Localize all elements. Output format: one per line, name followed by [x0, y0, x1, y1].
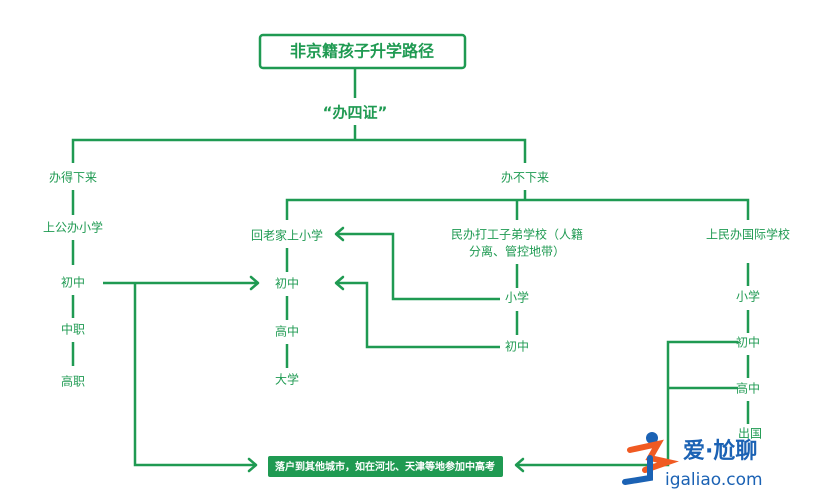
arrow-line — [133, 283, 256, 467]
arrowhead — [247, 457, 258, 473]
root-node: “办四证” — [323, 104, 388, 122]
arrow-line — [516, 340, 738, 467]
branch-yes: 办得下来 — [49, 170, 97, 185]
arrowhead — [334, 226, 345, 242]
node: 上公办小学 — [43, 220, 103, 235]
node: 初中 — [61, 275, 85, 290]
node: 高中 — [736, 381, 760, 396]
arrowhead — [249, 275, 260, 291]
node: 民办打工子弟学校（人籍 — [451, 227, 583, 242]
node: 高职 — [61, 374, 85, 389]
node: 回老家上小学 — [251, 228, 323, 243]
node: 上民办国际学校 — [706, 227, 790, 242]
node: 中职 — [61, 322, 85, 337]
node: 出国 — [738, 427, 762, 441]
arrowhead — [514, 457, 525, 473]
node: 初中 — [736, 335, 760, 350]
connector — [71, 138, 527, 163]
arrowhead — [334, 275, 345, 291]
svg-text:igaliao.com: igaliao.com — [665, 470, 763, 490]
node: 初中 — [505, 339, 529, 354]
node: 小学 — [505, 290, 529, 305]
node: 大学 — [275, 372, 299, 387]
outcome-text: 落户到其他城市，如在河北、天津等地参加中高考 — [275, 460, 495, 473]
arrow-line — [336, 232, 500, 301]
outcome-box — [268, 456, 503, 477]
svg-text:爱·尬聊: 爱·尬聊 — [683, 438, 757, 464]
node: 分离、管控地带） — [469, 244, 565, 259]
branch-no: 办不下来 — [501, 170, 549, 185]
arrow-line — [336, 281, 500, 349]
title-box — [258, 33, 467, 70]
node: 初中 — [275, 276, 299, 291]
logo: 爱·尬聊 igaliao.com — [622, 432, 763, 490]
node: 高中 — [275, 324, 299, 339]
title: 非京籍孩子升学路径 — [290, 42, 434, 61]
node: 小学 — [736, 289, 760, 304]
